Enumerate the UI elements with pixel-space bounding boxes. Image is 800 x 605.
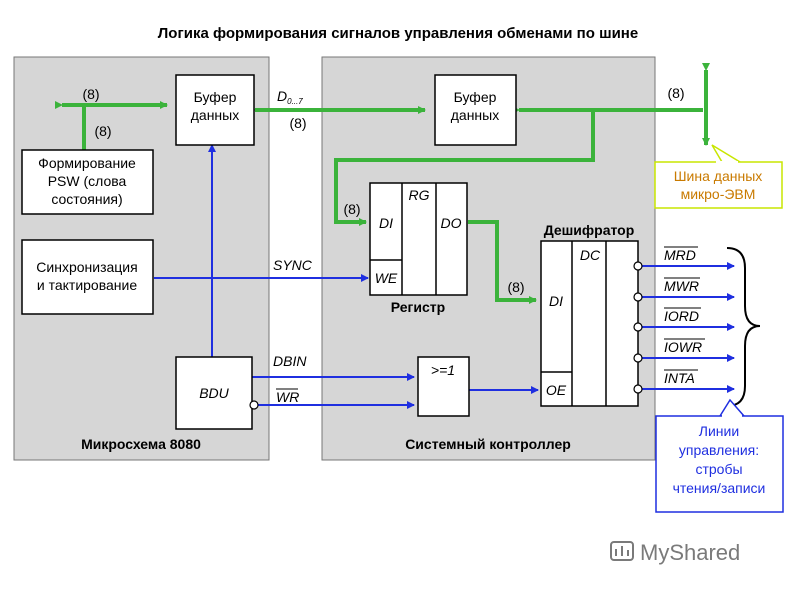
psw-block bbox=[21, 149, 154, 215]
iowr-bubble bbox=[633, 353, 643, 363]
control-output-lines bbox=[642, 262, 735, 393]
control-label-iord: IORD bbox=[664, 308, 699, 324]
register-we-label: WE bbox=[375, 270, 398, 286]
watermark-logo-icon bbox=[610, 541, 634, 561]
or-gate-block bbox=[417, 356, 470, 417]
control-label-inta: INTA bbox=[664, 370, 695, 386]
controller-data-buffer-line2: данных bbox=[451, 107, 499, 123]
register-output-bus bbox=[468, 220, 537, 304]
control-line-labels: MRD MWR IORD IOWR INTA bbox=[664, 246, 705, 386]
wr-inversion-bubble bbox=[249, 400, 259, 410]
mwr-bubble bbox=[633, 292, 643, 302]
data-bus-callout-pointer bbox=[711, 144, 743, 163]
cpu-data-buffer-line2: данных bbox=[191, 107, 239, 123]
watermark: MyShared bbox=[610, 540, 740, 565]
control-label-iowr: IOWR bbox=[664, 339, 702, 355]
register-name: Регистр bbox=[391, 299, 445, 315]
register-width-in-label: (8) bbox=[343, 201, 360, 217]
register-rg-label: RG bbox=[409, 187, 430, 203]
control-note-line2: управления: bbox=[679, 442, 759, 458]
register-block: RG DI DO WE Регистр bbox=[369, 182, 468, 315]
sync-block bbox=[21, 239, 154, 315]
register-width-out-label: (8) bbox=[507, 279, 524, 295]
bus-width-left-label: (8) bbox=[82, 86, 99, 102]
sync-block-line2: и тактирование bbox=[37, 277, 137, 293]
register-di-label: DI bbox=[379, 215, 393, 231]
data-bus-callout bbox=[654, 161, 783, 209]
psw-line2: PSW (слова bbox=[48, 173, 127, 189]
data-bus-note-line2: микро-ЭВМ bbox=[681, 186, 756, 202]
inta-bubble bbox=[633, 384, 643, 394]
data-bus-note-line1: Шина данных bbox=[674, 168, 763, 184]
wr-label: WR bbox=[276, 389, 299, 405]
bus-width-right-label: (8) bbox=[667, 85, 684, 101]
decoder-outline bbox=[540, 240, 639, 407]
register-do-label: DO bbox=[441, 215, 462, 231]
watermark-text: MyShared bbox=[640, 540, 740, 565]
decoder-oe-label: OE bbox=[546, 382, 567, 398]
dbin-label: DBIN bbox=[273, 353, 307, 369]
control-lines-callout bbox=[655, 415, 784, 513]
controller-data-buffer-block bbox=[434, 74, 517, 146]
decoder-di-label: DI bbox=[549, 293, 563, 309]
bus-width-psw-label: (8) bbox=[94, 123, 111, 139]
register-outline bbox=[369, 182, 468, 296]
mrd-bubble bbox=[633, 261, 643, 271]
d-bus-width-label: (8) bbox=[289, 115, 306, 131]
system-controller-label: Системный контроллер bbox=[405, 436, 571, 452]
control-label-mrd: MRD bbox=[664, 247, 696, 263]
decoder-name: Дешифратор bbox=[544, 222, 635, 238]
cpu-data-buffer-line1: Буфер bbox=[194, 89, 237, 105]
control-note-line4: чтения/записи bbox=[673, 480, 766, 496]
control-label-mwr: MWR bbox=[664, 278, 699, 294]
psw-line1: Формирование bbox=[38, 155, 136, 171]
diagram-title: Логика формирования сигналов управления … bbox=[158, 25, 638, 42]
control-lines-brace bbox=[726, 247, 761, 407]
sync-label: SYNC bbox=[273, 257, 313, 273]
bdu-block bbox=[175, 356, 253, 430]
decoder-dc-label: DC bbox=[580, 247, 601, 263]
cpu-data-buffer-block bbox=[175, 74, 255, 146]
control-note-line3: стробы bbox=[695, 461, 742, 477]
register-input-bus bbox=[334, 110, 595, 226]
chip-8080-label: Микросхема 8080 bbox=[81, 436, 201, 452]
controller-data-buffer-line1: Буфер bbox=[454, 89, 497, 105]
sync-block-line1: Синхронизация bbox=[36, 259, 137, 275]
bdu-label: BDU bbox=[199, 385, 229, 401]
iord-bubble bbox=[633, 322, 643, 332]
decoder-block: Дешифратор DC DI OE bbox=[540, 222, 643, 407]
psw-line3: состояния) bbox=[51, 191, 122, 207]
or-gate-label: >=1 bbox=[431, 362, 455, 378]
d-bus-label: D0...7 bbox=[277, 88, 303, 106]
control-note-line1: Линии bbox=[699, 423, 739, 439]
